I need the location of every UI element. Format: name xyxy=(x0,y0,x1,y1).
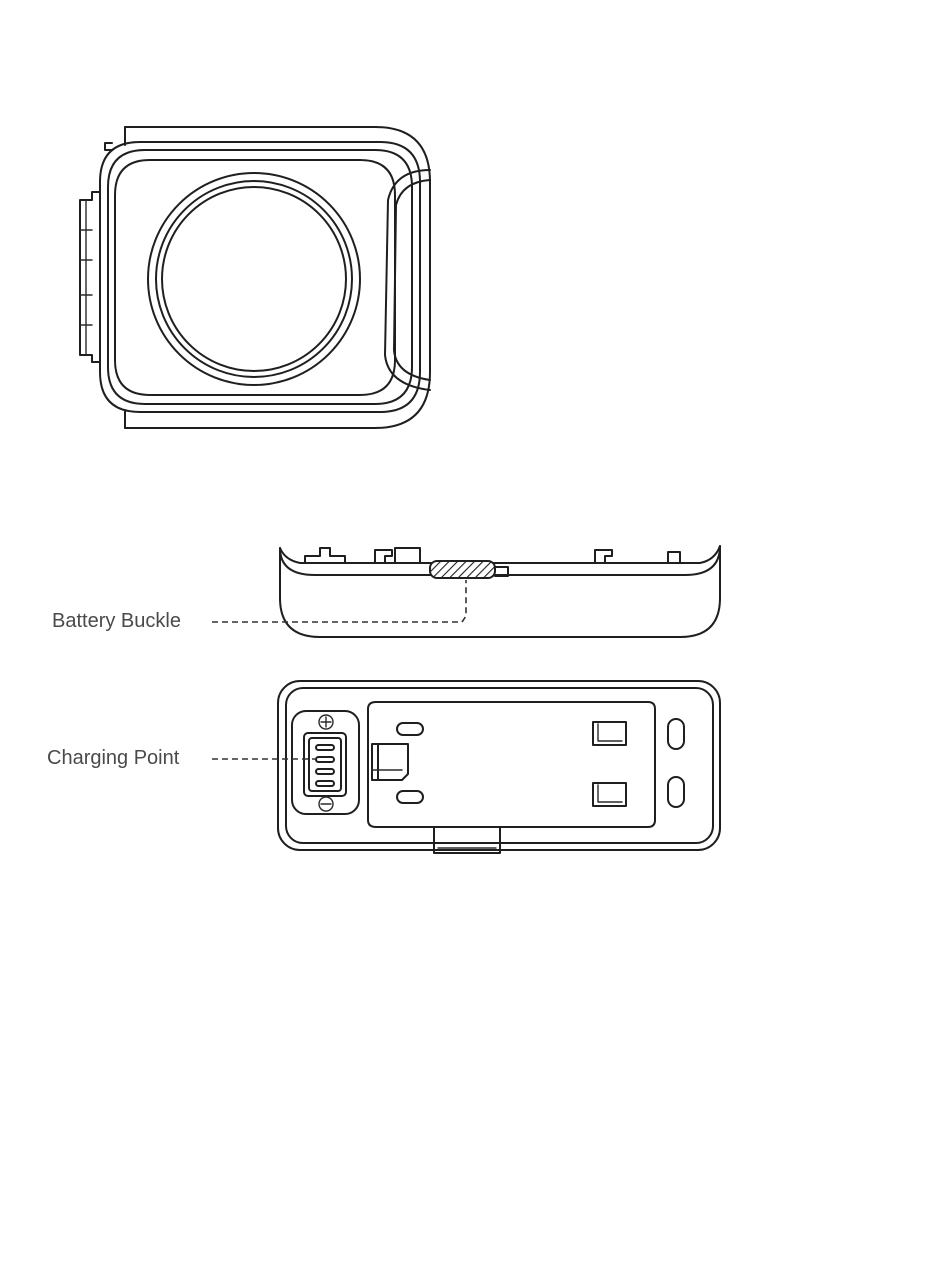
contact-pin xyxy=(316,745,334,750)
battery-side-view xyxy=(280,546,720,637)
battery-bottom-view xyxy=(278,681,720,853)
charging-point-label: Charging Point xyxy=(47,747,180,769)
minus-symbol-icon xyxy=(319,797,333,811)
battery-buckle xyxy=(430,561,495,578)
lens-glass xyxy=(162,187,346,371)
contact-pin xyxy=(316,757,334,762)
lens-outer-ring xyxy=(148,173,360,385)
callout-charging-point: Charging Point xyxy=(47,747,316,769)
callout-battery-buckle: Battery Buckle xyxy=(52,580,466,632)
contact-pin xyxy=(316,769,334,774)
lens-module-top-view xyxy=(80,127,430,428)
contact-pin xyxy=(316,781,334,786)
lens-ring xyxy=(156,181,352,377)
plus-symbol-icon xyxy=(319,715,333,729)
battery-buckle-label: Battery Buckle xyxy=(52,610,181,632)
